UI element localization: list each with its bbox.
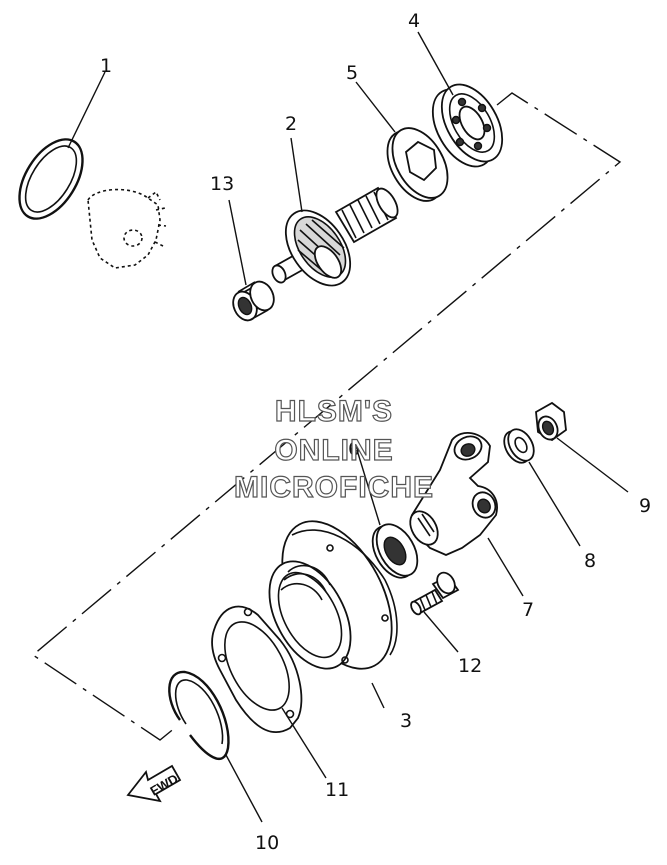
part-7-yoke (409, 432, 498, 556)
part-8-washer (503, 428, 535, 464)
part-6-oil-seal (371, 523, 419, 579)
watermark-line-3: MICROFICHE (234, 471, 434, 504)
fwd-direction-arrow: FWD (126, 764, 182, 803)
part-number-2: 2 (285, 113, 297, 135)
part-number-8: 8 (584, 550, 596, 572)
part-2-gear-shaft (271, 186, 399, 287)
reference-gear-phantom (87, 188, 167, 269)
part-number-1: 1 (100, 55, 112, 77)
part-number-5: 5 (346, 62, 358, 84)
part-3-housing (268, 520, 398, 670)
part-5-oil-seal (386, 127, 449, 202)
part-1-o-ring (18, 138, 84, 220)
part-number-9: 9 (639, 495, 651, 517)
part-number-10: 10 (255, 832, 279, 854)
part-number-4: 4 (408, 10, 420, 32)
assembly-centerline (31, 92, 622, 741)
part-11-gasket (211, 605, 303, 734)
watermark-line-1: HLSM'S (275, 395, 393, 428)
part-10-circlip (168, 670, 230, 761)
part-number-3: 3 (400, 710, 412, 732)
watermark: HLSM'S ONLINE MICROFICHE (233, 394, 434, 504)
leader-lines (67, 31, 629, 823)
part-12-bolt (410, 571, 460, 616)
part-number-6: 6 (348, 438, 360, 460)
part-number-11: 11 (325, 779, 349, 801)
part-numbers: 1 2 3 4 5 6 7 8 9 10 11 12 13 (100, 10, 651, 854)
part-number-7: 7 (522, 599, 534, 621)
part-9-nut (535, 401, 567, 442)
part-number-12: 12 (458, 655, 482, 677)
watermark-line-2: ONLINE (274, 434, 393, 467)
part-number-13: 13 (210, 173, 234, 195)
part-13-needle-bearing (232, 280, 275, 322)
part-4-ball-bearing (431, 83, 504, 168)
